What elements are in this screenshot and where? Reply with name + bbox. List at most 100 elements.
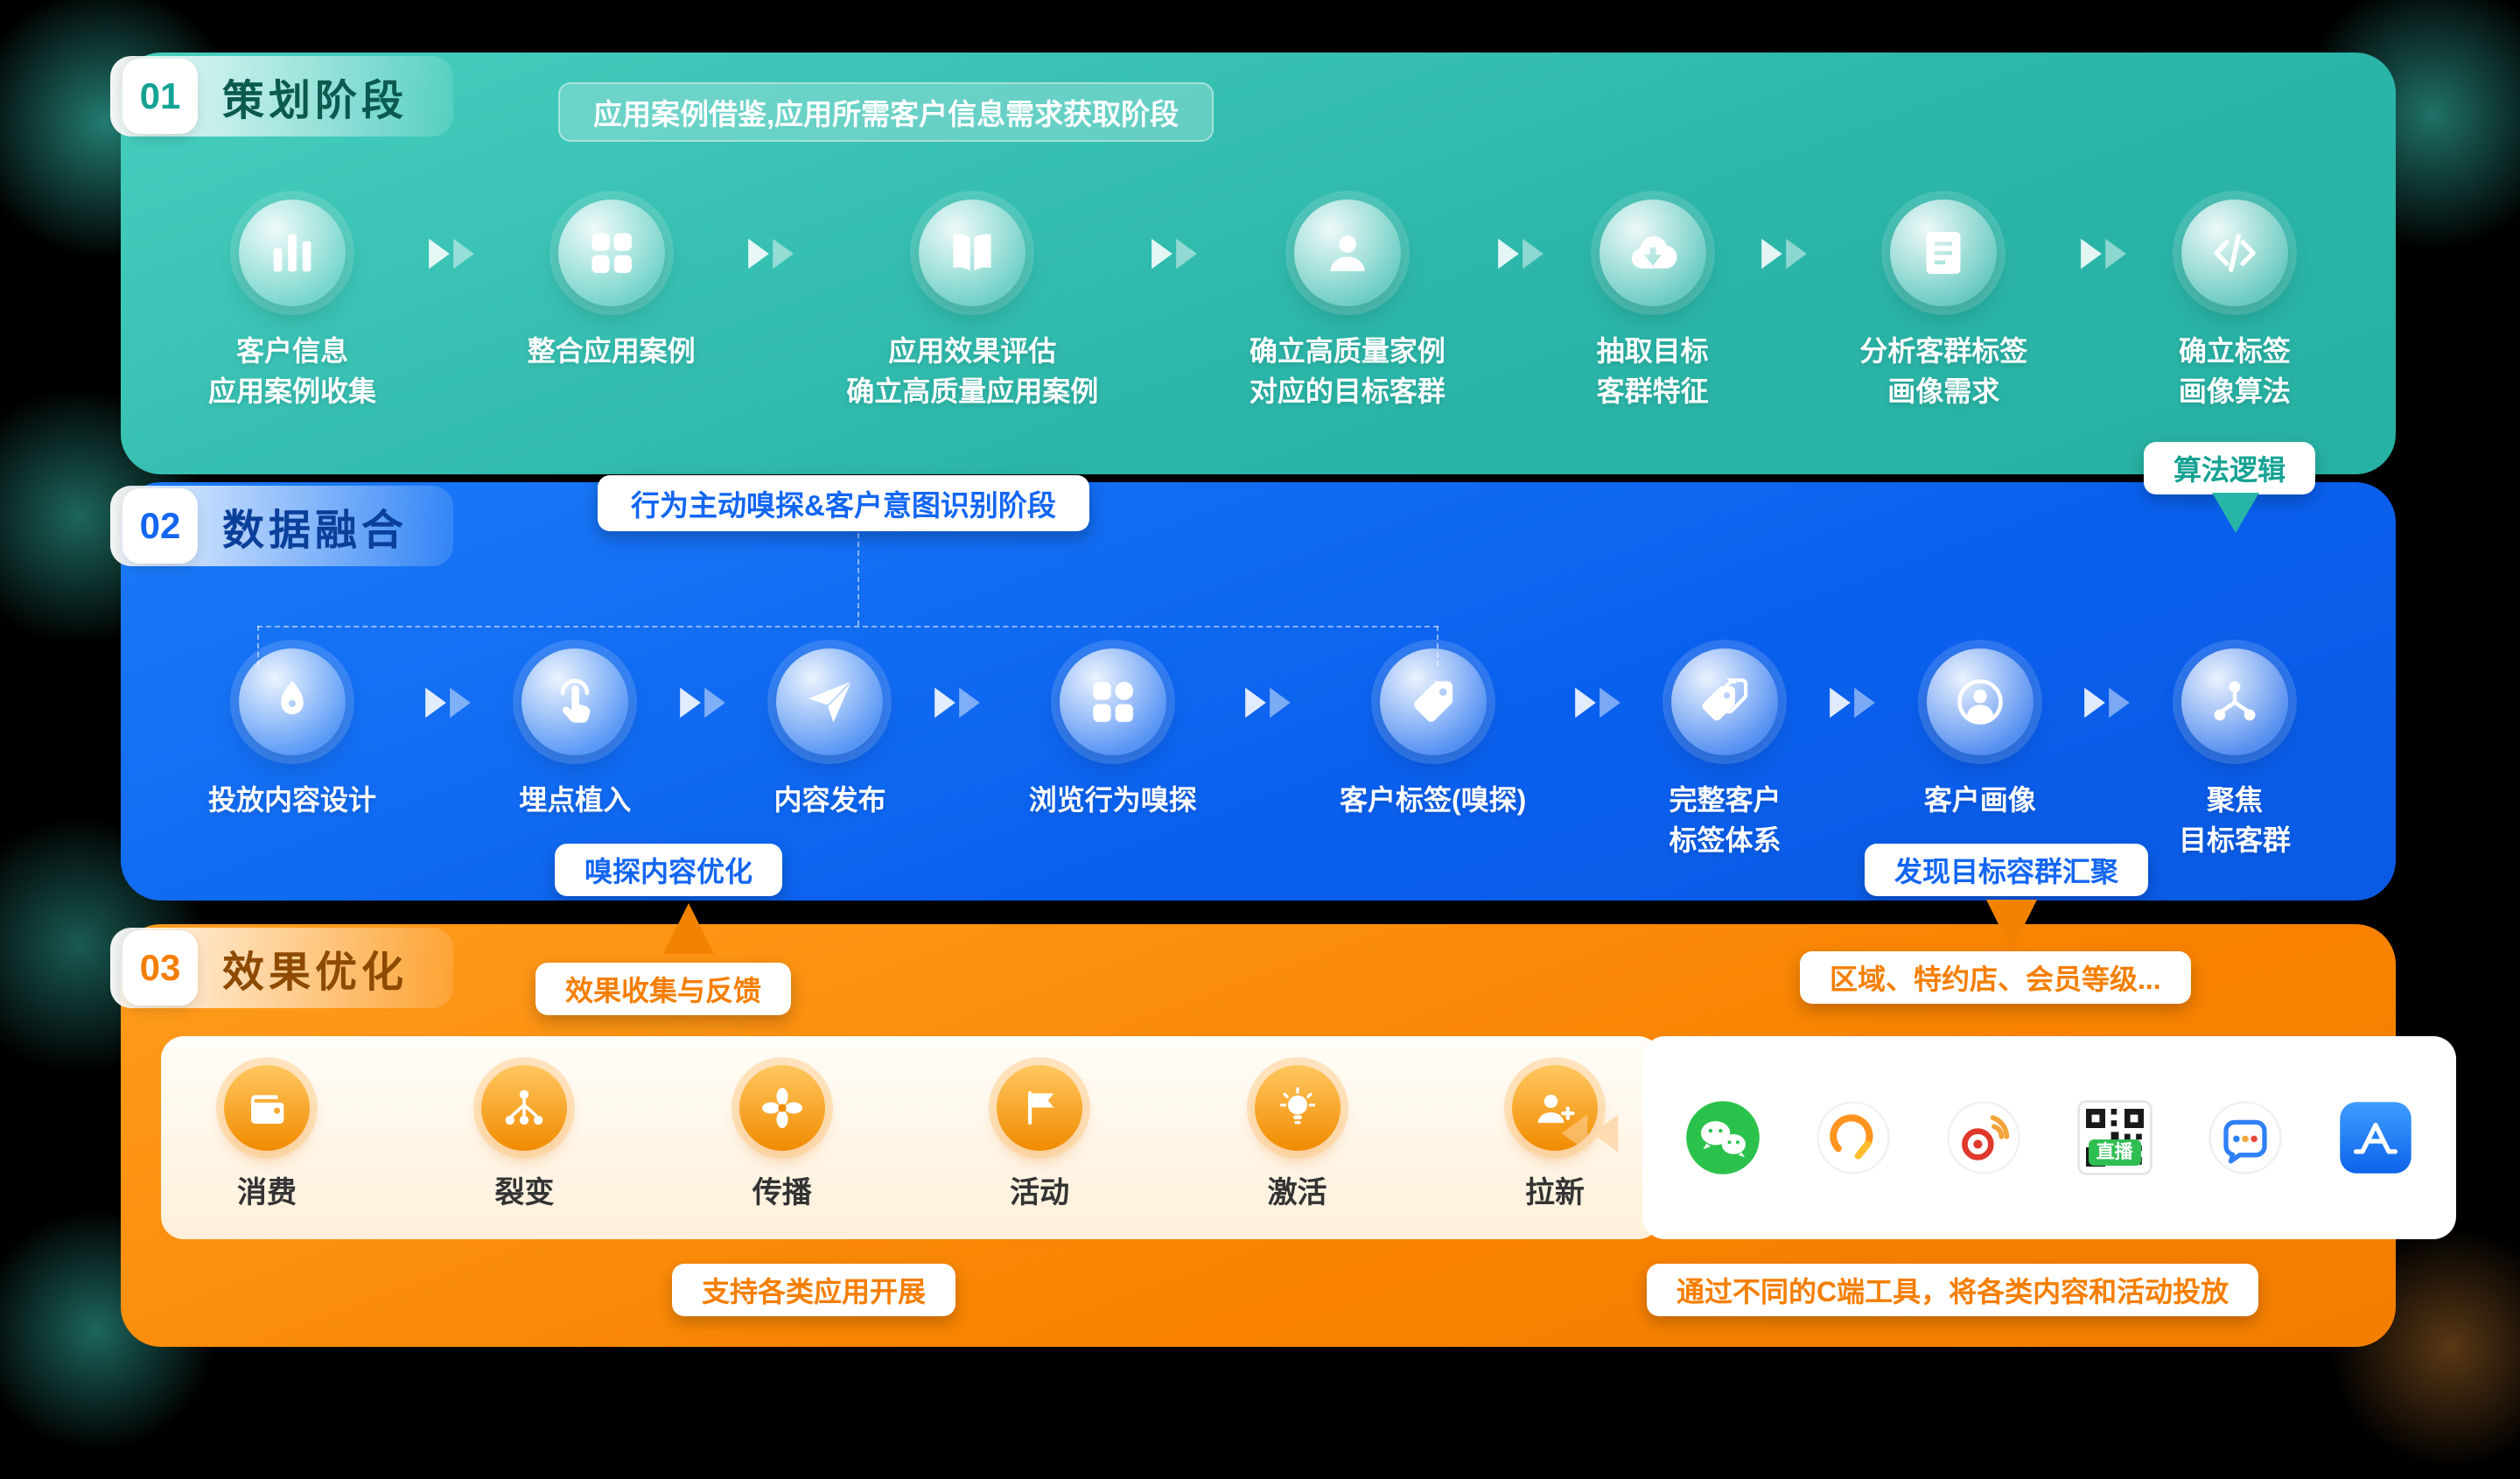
applications-card: 消费 裂变 传播 活动 激活 拉新 <box>161 1036 1661 1239</box>
flow-step: 完整客户 标签体系 <box>1669 648 1782 861</box>
person-circle-icon <box>1926 648 2034 755</box>
bulb-icon <box>1254 1064 1340 1151</box>
chevron-right-icon <box>424 687 472 718</box>
phase-1-badge: 01 策划阶段 <box>110 56 454 137</box>
person-icon <box>1293 200 1401 306</box>
chevron-left-icon <box>1559 1113 1620 1153</box>
chevron-right-icon <box>1496 238 1545 270</box>
phase-3-badge: 03 效果优化 <box>110 928 454 1008</box>
chevron-right-icon <box>1760 238 1809 270</box>
appstore-icon <box>2337 1099 2414 1176</box>
step-label: 客户标签(嗅探) <box>1339 784 1527 816</box>
chevron-right-icon <box>678 687 727 718</box>
flow-step: 埋点植入 <box>519 648 631 820</box>
app-label: 活动 <box>1010 1175 1070 1209</box>
flow-step: 抽取目标 客群特征 <box>1597 200 1709 412</box>
flow-step: 客户标签(嗅探) <box>1340 648 1526 820</box>
chevron-right-icon <box>2082 687 2132 718</box>
arrow-down-icon <box>2212 493 2259 533</box>
app-item: 激活 <box>1254 1064 1340 1211</box>
dashed-connector <box>257 626 259 666</box>
document-icon <box>1890 200 1998 306</box>
sniff-optimize-tag: 嗅探内容优化 <box>555 844 783 896</box>
wechat-icon <box>1684 1099 1761 1176</box>
flow-step: 确立高质量家例 对应的目标客群 <box>1250 200 1446 412</box>
flow-step: 确立标签 画像算法 <box>2179 200 2291 412</box>
chevron-right-icon <box>1150 238 1199 270</box>
flow-step: 客户信息 应用案例收集 <box>208 200 376 412</box>
flow-step: 分析客群标签 画像需求 <box>1859 200 2027 412</box>
flow-step: 投放内容设计 <box>208 648 376 820</box>
app-label: 裂变 <box>494 1175 555 1209</box>
chat-dots-icon <box>2207 1099 2284 1176</box>
chevron-right-icon <box>1828 687 1877 718</box>
chevron-right-icon <box>1573 687 1622 718</box>
step-label: 聚焦 目标客群 <box>2178 784 2291 857</box>
share-network-icon <box>2180 648 2288 755</box>
chevron-right-icon <box>427 238 476 270</box>
step-label: 埋点植入 <box>519 784 632 816</box>
dashed-connector <box>1437 626 1438 666</box>
app-label: 拉新 <box>1524 1175 1585 1209</box>
phase-title: 数据融合 <box>222 508 409 554</box>
app-label: 激活 <box>1267 1175 1327 1209</box>
flow-step: 整合应用案例 <box>528 200 696 371</box>
pen-icon <box>239 648 346 755</box>
chevron-right-icon <box>2079 238 2128 270</box>
wallet-icon <box>224 1064 310 1151</box>
channels-caption: 通过不同的C端工具，将各类内容和活动投放 <box>1647 1264 2259 1316</box>
app-item: 活动 <box>997 1064 1083 1211</box>
app-item: 消费 <box>224 1064 310 1211</box>
step-label: 应用效果评估 确立高质量应用案例 <box>846 335 1099 408</box>
app-label: 消费 <box>237 1175 297 1209</box>
algorithm-logic-tag: 算法逻辑 <box>2144 442 2316 494</box>
tag-icon <box>1379 648 1487 755</box>
phase-number: 03 <box>122 930 198 1006</box>
applications-caption: 支持各类应用开展 <box>672 1264 956 1316</box>
step-label: 投放内容设计 <box>208 784 377 816</box>
flow-step: 内容发布 <box>774 648 886 820</box>
bar-chart-icon <box>239 200 346 306</box>
phase-1-flow: 客户信息 应用案例收集 整合应用案例 应用效果评估 确立高质量应用案例 确立高质… <box>208 200 2291 412</box>
grid-icon <box>557 200 665 306</box>
chevron-right-icon <box>746 238 795 270</box>
app-item: 传播 <box>738 1064 825 1211</box>
video-channel-icon <box>1815 1099 1892 1176</box>
browse-icon <box>1059 648 1166 755</box>
step-label: 客户画像 <box>1923 784 2036 816</box>
app-label: 传播 <box>752 1175 812 1209</box>
code-icon <box>2180 200 2288 306</box>
step-label: 内容发布 <box>774 784 886 816</box>
channels-card: 直播 <box>1642 1036 2456 1239</box>
fan-icon <box>738 1064 825 1151</box>
phase-title: 效果优化 <box>222 950 409 996</box>
phase-number: 02 <box>122 488 198 564</box>
book-open-icon <box>919 200 1026 306</box>
dashed-connector <box>257 626 1438 627</box>
app-item: 裂变 <box>481 1064 568 1211</box>
step-label: 确立标签 画像算法 <box>2178 335 2291 408</box>
phase-2-flow: 投放内容设计 埋点植入 内容发布 浏览行为嗅探 客户标签(嗅探) <box>208 648 2291 861</box>
cloud-download-icon <box>1599 200 1706 306</box>
phase-title: 策划阶段 <box>222 78 409 124</box>
weibo-icon <box>1945 1099 2022 1176</box>
step-label: 完整客户 标签体系 <box>1669 784 1782 857</box>
step-label: 抽取目标 客群特征 <box>1596 335 1709 408</box>
tap-icon <box>522 648 629 755</box>
phase-1-band: 01 策划阶段 应用案例借鉴,应用所需客户信息需求获取阶段 客户信息 应用案例收… <box>110 53 2396 474</box>
step-label: 确立高质量家例 对应的目标客群 <box>1249 335 1446 408</box>
phase-1-caption: 应用案例借鉴,应用所需客户信息需求获取阶段 <box>558 82 1214 142</box>
phase-2-band: 02 数据融合 行为主动嗅探&客户意图识别阶段 投放内容设计 埋点植入 内容发布 <box>110 475 2396 901</box>
fission-icon <box>481 1064 568 1151</box>
flag-icon <box>997 1064 1083 1151</box>
step-label: 客户信息 应用案例收集 <box>208 335 377 408</box>
chevron-right-icon <box>1243 687 1292 718</box>
flow-step: 客户画像 <box>1924 648 2036 820</box>
app-item: 拉新 <box>1511 1064 1598 1211</box>
phase-number: 01 <box>122 59 198 134</box>
feedback-tag: 效果收集与反馈 <box>536 963 792 1015</box>
step-label: 整合应用案例 <box>527 335 696 367</box>
send-icon <box>776 648 884 755</box>
phase-3-band: 03 效果优化 效果收集与反馈 区域、特约店、会员等级... 消费 裂变 传播 … <box>110 924 2456 1347</box>
